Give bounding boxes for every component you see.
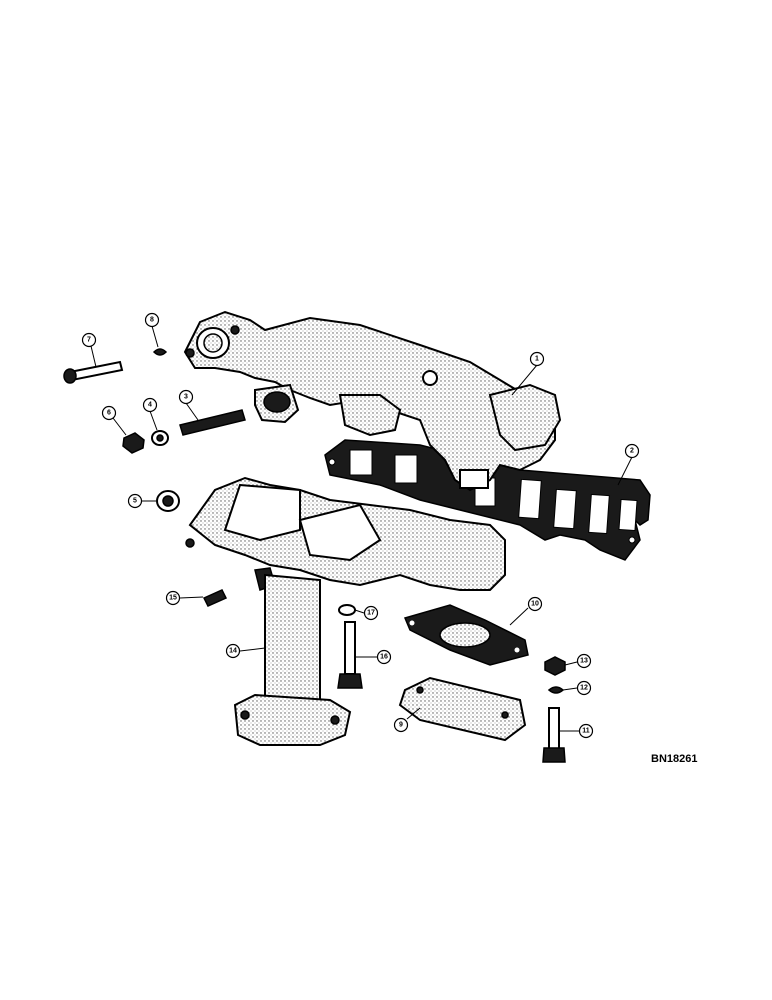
callout-13: 13: [576, 653, 592, 669]
nut-6: [122, 432, 145, 454]
bolt-11: [542, 707, 566, 763]
callout-14: 14: [225, 643, 241, 659]
lock-washer-12: [547, 686, 565, 694]
callout-8: 8: [144, 312, 160, 328]
svg-text:9: 9: [399, 722, 403, 729]
svg-text:1: 1: [535, 356, 539, 363]
svg-text:5: 5: [133, 498, 137, 505]
callout-17: 17: [363, 605, 379, 621]
svg-text:12: 12: [580, 685, 588, 692]
callout-11: 11: [578, 723, 594, 739]
callout-1: 1: [529, 351, 545, 367]
svg-text:3: 3: [184, 394, 188, 401]
lock-washer-8: [152, 348, 168, 356]
washer-5: [156, 490, 180, 512]
stud-7: [63, 360, 124, 384]
nut-13: [544, 656, 566, 676]
lower-manifold-elbow: [185, 476, 506, 746]
callout-7: 7: [81, 332, 97, 348]
callout-2: 2: [624, 443, 640, 459]
svg-text:15: 15: [169, 595, 177, 602]
callout-15: 15: [165, 590, 181, 606]
stud-3: [179, 409, 246, 436]
svg-text:2: 2: [630, 448, 634, 455]
exhaust-manifold-upper: [183, 310, 562, 492]
callout-6: 6: [101, 405, 117, 421]
svg-text:6: 6: [107, 410, 111, 417]
svg-text:4: 4: [148, 402, 152, 409]
callout-5: 5: [127, 493, 143, 509]
svg-text:14: 14: [229, 648, 237, 655]
svg-text:13: 13: [580, 658, 588, 665]
callout-4: 4: [142, 397, 158, 413]
svg-text:7: 7: [87, 337, 91, 344]
svg-text:10: 10: [531, 601, 539, 608]
carburetor-gasket: [403, 604, 529, 666]
plug-15: [202, 589, 228, 607]
callout-12: 12: [576, 680, 592, 696]
bolt-16: [337, 621, 363, 689]
svg-text:17: 17: [367, 610, 375, 617]
manifold-gasket: [324, 439, 651, 561]
svg-text:8: 8: [150, 317, 154, 324]
svg-text:11: 11: [582, 728, 590, 735]
washer-4: [151, 430, 169, 446]
leader-lines: [90, 325, 633, 732]
washer-17: [338, 604, 356, 616]
callout-16: 16: [376, 649, 392, 665]
svg-text:16: 16: [380, 654, 388, 661]
callout-10: 10: [527, 596, 543, 612]
cover-plate: [398, 676, 527, 742]
reference-code: BN18261: [651, 753, 697, 765]
callout-9: 9: [393, 717, 409, 733]
callout-3: 3: [178, 389, 194, 405]
